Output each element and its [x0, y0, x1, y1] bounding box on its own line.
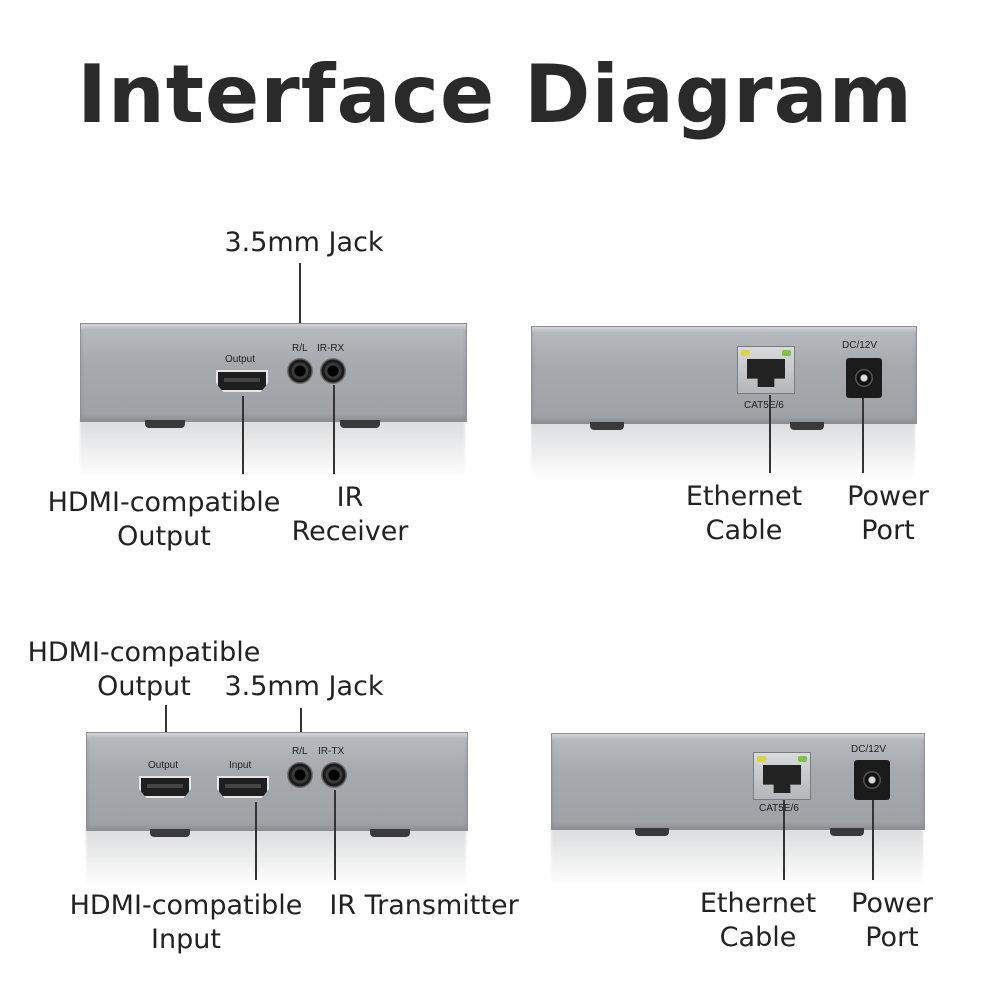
panel-foot: [635, 828, 669, 836]
audio-jack-icon: [287, 762, 313, 788]
label-hdmi-compatible-output: HDMI-compatible Output: [47, 487, 281, 552]
leader-line-power: [872, 800, 874, 880]
port-label-cat5e: CAT5E/6: [759, 803, 799, 814]
port-label-output: Output: [225, 354, 256, 365]
panel-foot: [790, 422, 824, 430]
label-ethernet-cable: Ethernet Cable: [685, 481, 803, 546]
label-hdmi-compatible-input: HDMI-compatible Input: [69, 890, 303, 955]
panel-foot: [830, 828, 864, 836]
panel-foot: [370, 829, 410, 837]
receiver-front-panel: [80, 323, 467, 422]
hdmi-output-port-icon: [139, 776, 191, 798]
ir-rx-jack-icon: [320, 358, 346, 384]
panel-foot: [145, 420, 185, 428]
port-label-rl: R/L: [292, 343, 308, 354]
label-ethernet-cable: Ethernet Cable: [699, 888, 817, 953]
power-port-icon: [846, 358, 882, 398]
ethernet-port-icon: [737, 346, 795, 394]
leader-line-ir-receiver: [333, 385, 335, 474]
label-power-port: Power Port: [847, 481, 929, 546]
ethernet-port-icon: [753, 752, 811, 800]
label-3-5mm-jack-sender: 3.5mm Jack: [224, 671, 384, 702]
port-label-cat5e: CAT5E/6: [744, 400, 784, 411]
label-ir-transmitter: IR Transmitter: [329, 890, 519, 921]
label-ir-receiver: IR Receiver: [291, 482, 409, 547]
port-label-rl: R/L: [292, 746, 308, 757]
port-label-ir-rx: IR-RX: [317, 343, 345, 354]
hdmi-input-port-icon: [217, 776, 269, 798]
port-label-dc12v: DC/12V: [851, 744, 887, 755]
leader-line-power: [862, 398, 864, 473]
panel-foot: [590, 422, 624, 430]
leader-line-jack: [299, 263, 301, 348]
label-3-5mm-jack: 3.5mm Jack: [224, 227, 384, 258]
power-port-icon: [854, 760, 890, 800]
panel-reflection: [86, 827, 466, 887]
panel-reflection: [80, 418, 465, 478]
leader-line-ir-transmitter: [334, 790, 336, 880]
panel-reflection: [551, 826, 923, 886]
page-title: Interface Diagram: [77, 48, 913, 141]
port-label-input: Input: [229, 760, 252, 771]
leader-line-hdmi-input: [255, 802, 257, 880]
label-hdmi-compatible-output-sender: HDMI-compatible Output: [27, 637, 261, 702]
panel-reflection: [531, 420, 915, 480]
panel-foot: [340, 420, 380, 428]
label-power-port: Power Port: [851, 888, 933, 953]
panel-foot: [150, 829, 190, 837]
port-label-dc12v: DC/12V: [842, 340, 878, 351]
port-label-ir-tx: IR-TX: [318, 746, 345, 757]
leader-line-hdmi-output: [242, 396, 244, 474]
hdmi-output-port-icon: [216, 370, 268, 392]
audio-jack-icon: [287, 358, 313, 384]
leader-line-ethernet: [783, 800, 785, 880]
leader-line-ethernet: [769, 395, 771, 473]
port-label-output: Output: [148, 760, 179, 771]
ir-tx-jack-icon: [321, 762, 347, 788]
